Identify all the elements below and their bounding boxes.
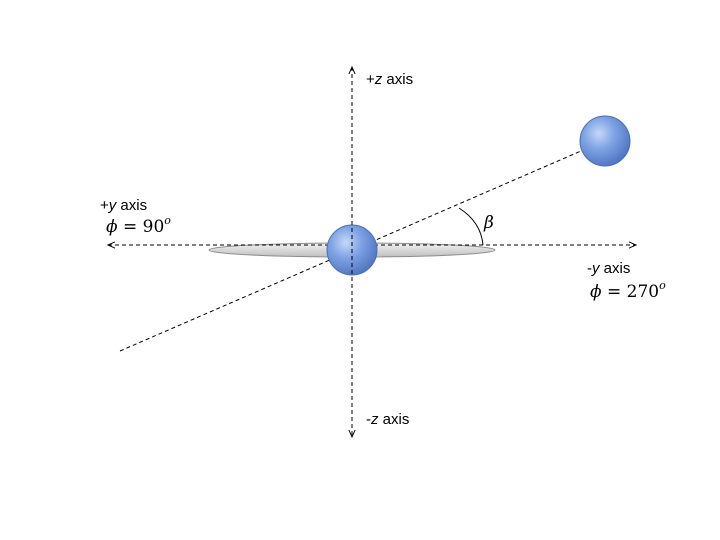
angle-beta-label: β xyxy=(483,213,494,233)
minus-y-axis-label: -y axis xyxy=(587,260,630,277)
plus-y-axis-label: +y axis xyxy=(100,197,147,214)
phi-90-label: ϕ = 90o xyxy=(106,214,171,237)
phi-270-label: ϕ = 270o xyxy=(590,279,666,302)
plus-z-axis-label: +z axis xyxy=(366,71,413,88)
angle-arc xyxy=(458,207,484,246)
line-of-sight-axis xyxy=(119,140,605,352)
companion-sphere xyxy=(579,115,631,167)
minus-z-axis-label: -z axis xyxy=(366,411,409,428)
